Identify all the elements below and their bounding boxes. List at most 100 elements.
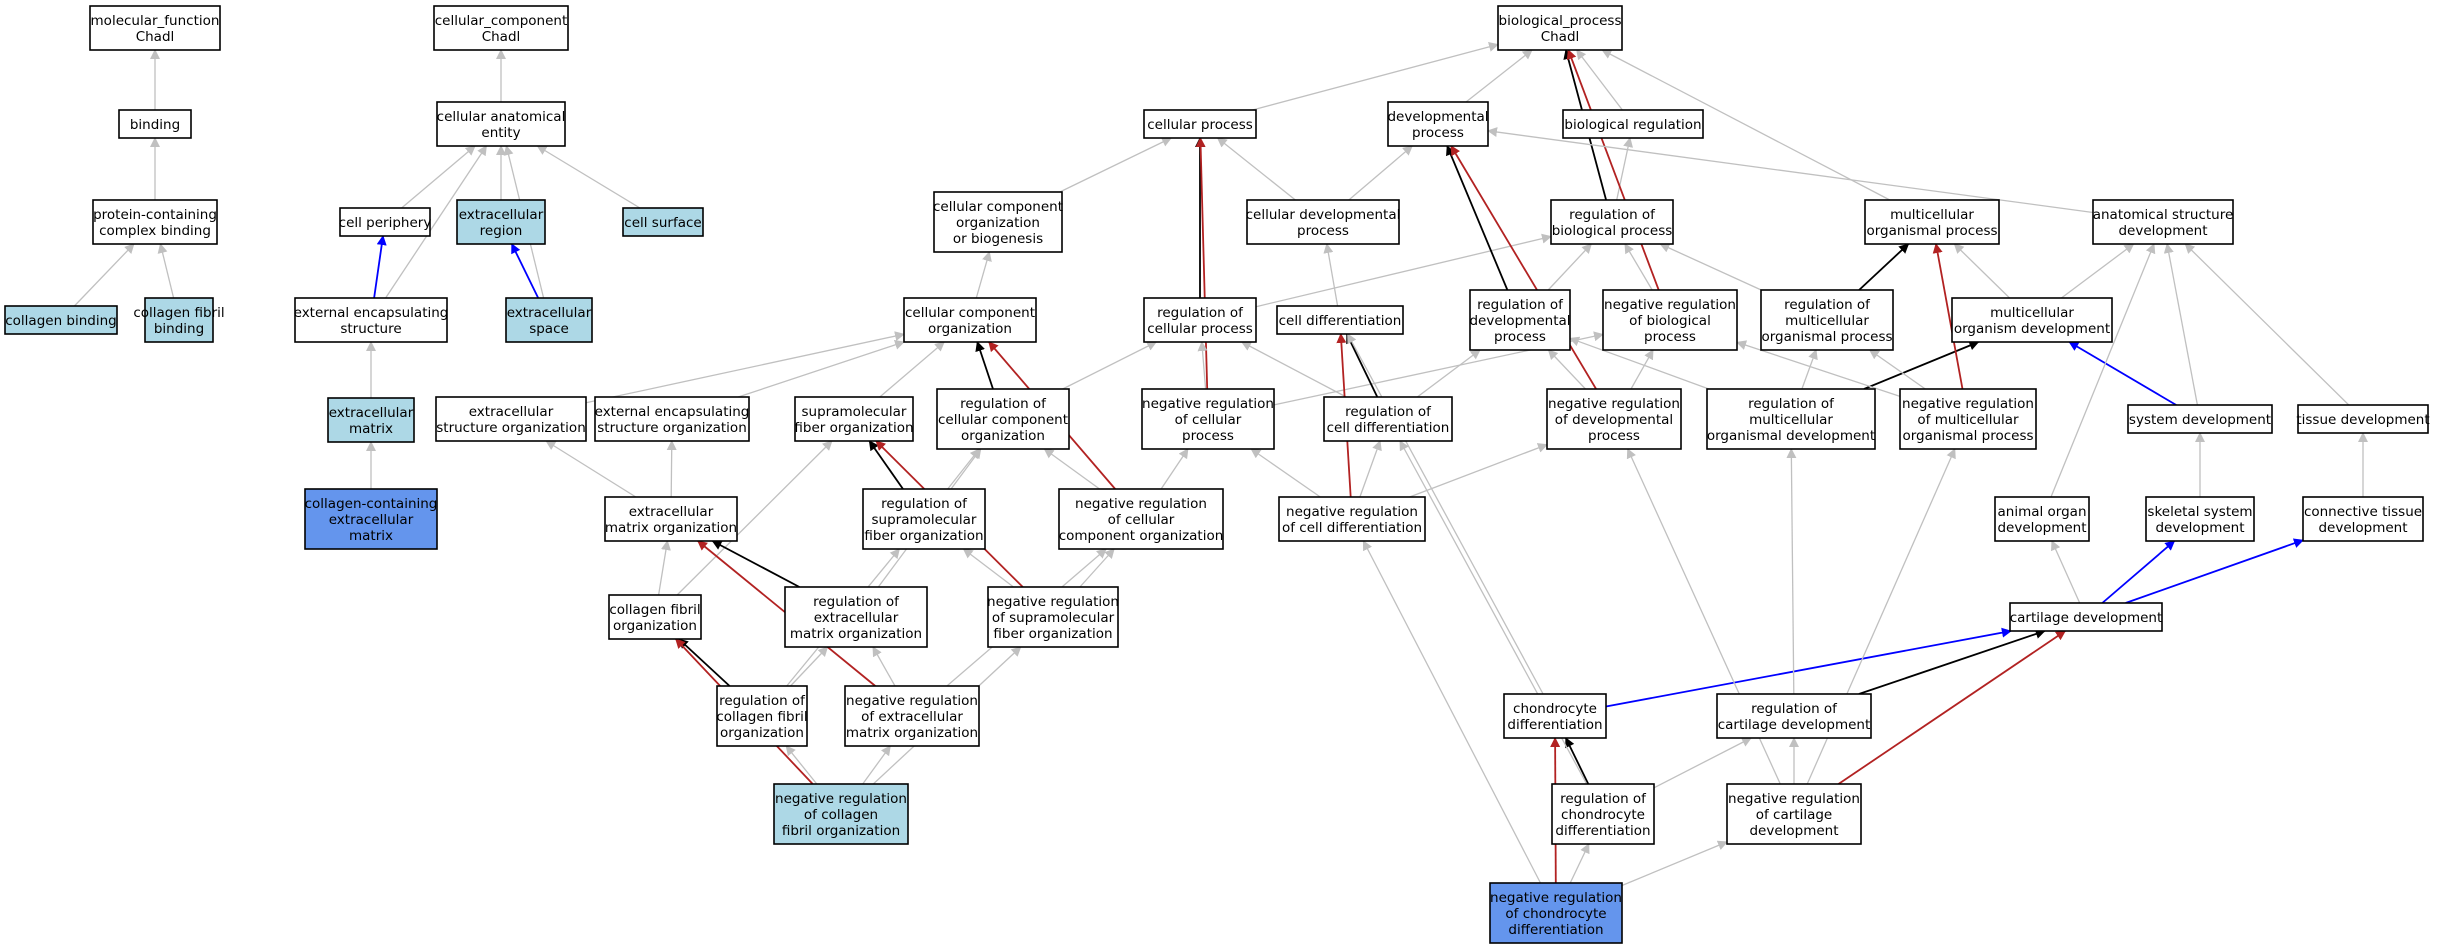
term-label-line: Chadl	[1541, 29, 1580, 45]
term-label-line: molecular_function	[91, 13, 220, 29]
term-label-line: organization	[928, 321, 1012, 337]
edge-regulates	[1345, 333, 1379, 398]
term-label-line: organismal process	[1902, 428, 2033, 444]
term-box	[608, 594, 702, 640]
edge-negatively-regulates	[1932, 243, 1964, 390]
term-label-line: of collagen	[804, 807, 878, 823]
term-label-line: complex binding	[99, 223, 211, 239]
edge-is-a	[1953, 243, 2011, 299]
edge-is-a	[872, 646, 896, 687]
term-label-line: regulation of	[719, 693, 806, 709]
term-label-line: entity	[481, 125, 520, 141]
edge-is-a	[157, 243, 175, 299]
edge-is-a	[947, 448, 980, 490]
term-box	[435, 396, 587, 442]
term-label-line: of cartilage	[1756, 807, 1833, 823]
term-label-line: binding	[130, 117, 180, 133]
edge-is-a	[1043, 448, 1100, 490]
term-label-line: negative regulation	[1728, 791, 1860, 807]
term-box	[1760, 289, 1894, 351]
term-label-line: system development	[2129, 412, 2271, 428]
edge-is-a	[1362, 540, 1542, 884]
edge-regulates	[1858, 243, 1910, 291]
term-label-line: cellular process	[1147, 321, 1253, 337]
edge-part-of	[510, 243, 540, 299]
term-label-line: cellular developmental	[1246, 207, 1401, 223]
term-label-line: negative regulation	[775, 791, 907, 807]
term-label-line: fiber organization	[993, 626, 1112, 642]
term-label-line: fiber organization	[794, 420, 913, 436]
term-node-cellper: cell periphery	[339, 207, 431, 237]
term-node-colbind: collagen binding	[4, 305, 118, 335]
edge-regulates	[678, 638, 731, 687]
term-label-line: of multicellular	[1917, 412, 2019, 428]
term-label-line: matrix	[349, 528, 393, 544]
term-box	[1562, 109, 1704, 139]
term-label-line: extracellular	[814, 610, 899, 626]
edge-is-a	[785, 745, 818, 785]
edge-is-a	[1323, 243, 1339, 307]
edge-regulates	[1863, 340, 1980, 390]
edge-is-a	[1621, 840, 1728, 887]
edge-is-a	[536, 145, 641, 209]
term-label-line: external encapsulating	[595, 404, 750, 420]
term-label-line: organismal development	[1707, 428, 1875, 444]
edges-layer	[73, 41, 2368, 887]
edge-is-a	[585, 331, 905, 404]
term-box	[594, 396, 750, 442]
edge-part-of	[373, 235, 387, 299]
term-label-line: extracellular	[329, 405, 414, 421]
edge-is-a	[545, 440, 637, 498]
term-box	[1551, 783, 1655, 845]
term-label-line: regulation of	[881, 496, 968, 512]
edge-is-a	[1487, 127, 2094, 214]
term-label-line: multicellular	[1785, 313, 1869, 329]
term-label-line: extracellular	[629, 504, 714, 520]
term-label-line: region	[480, 223, 523, 239]
edge-is-a	[1576, 49, 1623, 111]
term-label-line: of cell differentiation	[1282, 520, 1422, 536]
term-label-line: negative regulation	[1075, 496, 1207, 512]
edge-regulates	[711, 540, 800, 588]
term-box	[1323, 396, 1453, 442]
term-label-line: negative regulation	[987, 594, 1119, 610]
edge-is-a	[1359, 440, 1382, 498]
term-label-line: differentiation	[1508, 922, 1603, 938]
term-label-line: negative regulation	[1548, 396, 1680, 412]
term-label-line: organismal process	[1761, 329, 1892, 345]
edge-part-of	[1605, 627, 2012, 708]
term-label-line: cellular anatomical	[437, 109, 566, 125]
edge-is-a	[1659, 243, 1762, 291]
term-box	[604, 496, 738, 542]
edge-negatively-regulates	[1566, 49, 1660, 291]
edge-is-a	[1348, 145, 1413, 201]
term-label-line: extracellular	[507, 305, 592, 321]
term-label-line: multicellular	[1890, 207, 1974, 223]
term-label-line: of supramolecular	[992, 610, 1115, 626]
term-label-line: developmental	[1469, 313, 1570, 329]
term-label-line: negative regulation	[1902, 396, 2034, 412]
term-label-line: of chondrocyte	[1505, 906, 1606, 922]
edge-is-a	[1601, 49, 1891, 201]
edge-is-a	[790, 646, 829, 687]
